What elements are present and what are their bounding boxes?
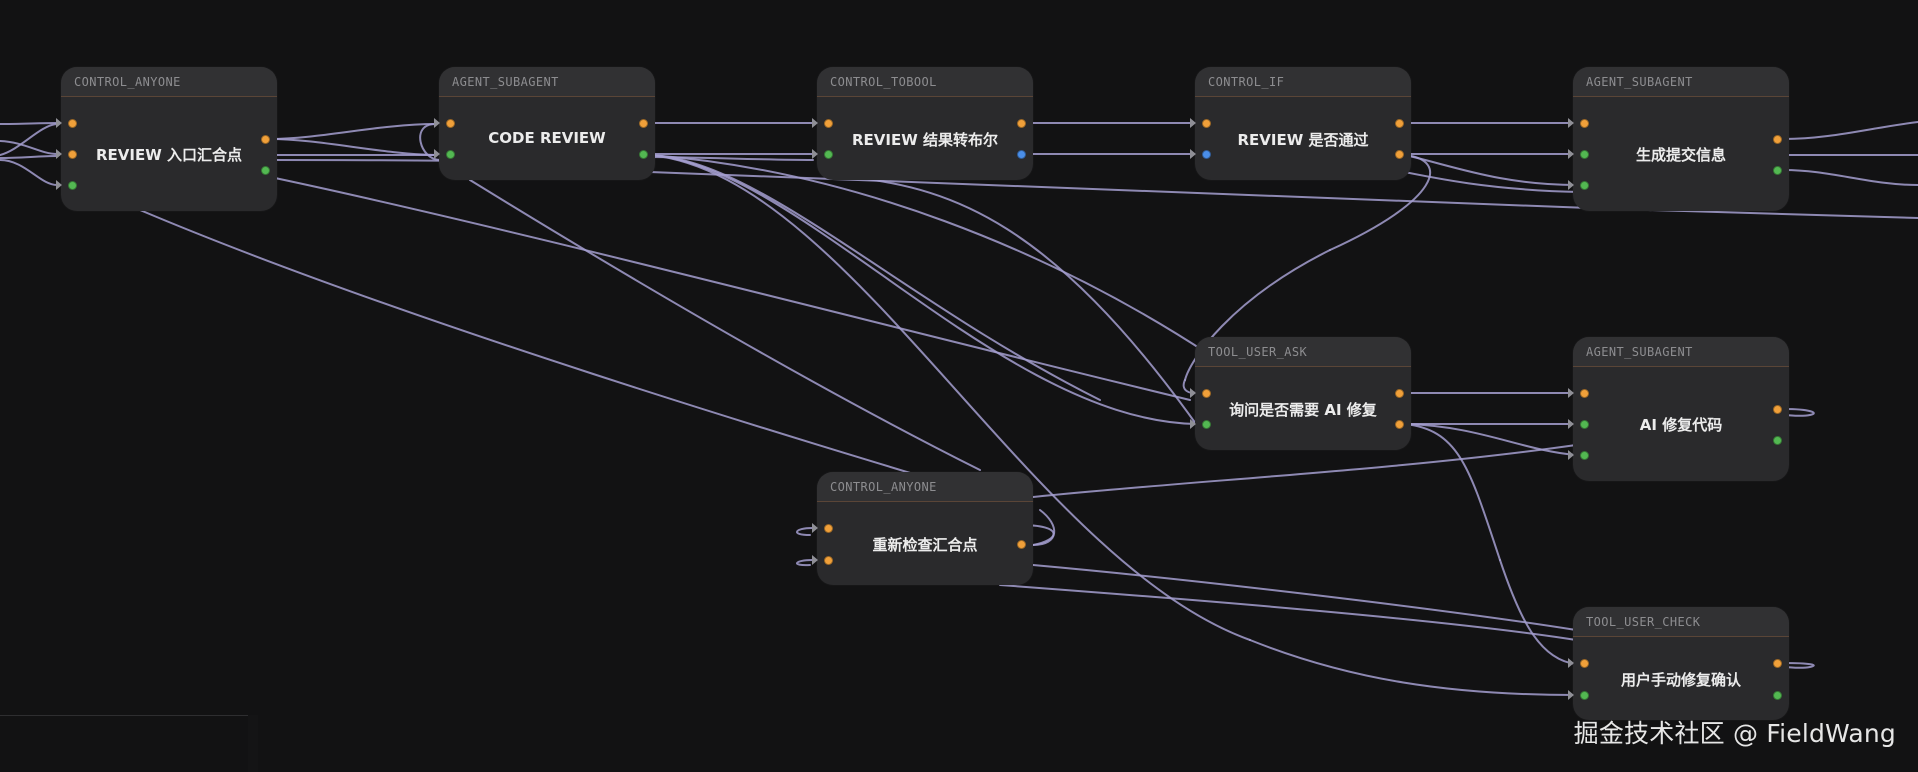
node-review-entry[interactable]: CONTROL_ANYONE REVIEW 入口汇合点	[56, 67, 277, 211]
output-port-orange[interactable]	[639, 118, 648, 128]
output-port-orange[interactable]	[1017, 118, 1026, 128]
input-arrow-icon	[1568, 658, 1574, 668]
node-title: 重新检查汇合点	[872, 536, 978, 554]
output-port-orange[interactable]	[1395, 388, 1404, 398]
input-arrow-icon	[812, 118, 818, 128]
output-port-orange[interactable]	[1773, 658, 1782, 668]
node-title: AI 修复代码	[1639, 416, 1723, 434]
output-port-orange[interactable]	[1395, 149, 1404, 159]
node-type-label: AGENT_SUBAGENT	[439, 67, 655, 97]
input-port-green[interactable]	[824, 149, 833, 159]
input-port-orange[interactable]	[1202, 118, 1211, 128]
input-arrow-icon	[56, 149, 62, 159]
input-port-green[interactable]	[1580, 450, 1589, 460]
node-type-label: CONTROL_ANYONE	[61, 67, 277, 97]
node-type-label: TOOL_USER_ASK	[1195, 337, 1411, 367]
input-port-orange[interactable]	[68, 118, 77, 128]
input-port-orange[interactable]	[1202, 388, 1211, 398]
input-port-orange[interactable]	[446, 118, 455, 128]
output-port-green[interactable]	[1773, 690, 1782, 700]
output-port-orange[interactable]	[1773, 134, 1782, 144]
input-port-orange[interactable]	[68, 149, 77, 159]
node-gen-commit[interactable]: AGENT_SUBAGENT 生成提交信息	[1568, 67, 1789, 211]
node-type-label: CONTROL_TOBOOL	[817, 67, 1033, 97]
node-title: CODE REVIEW	[488, 129, 606, 147]
input-arrow-icon	[1568, 388, 1574, 398]
input-arrow-icon	[56, 180, 62, 190]
node-user-check[interactable]: TOOL_USER_CHECK 用户手动修复确认	[1568, 607, 1789, 720]
node-type-label: TOOL_USER_CHECK	[1573, 607, 1789, 637]
input-arrow-icon	[56, 118, 62, 128]
input-arrow-icon	[812, 555, 818, 565]
node-title: REVIEW 结果转布尔	[851, 131, 998, 149]
input-port-blue[interactable]	[1202, 149, 1211, 159]
node-title: 生成提交信息	[1635, 146, 1726, 164]
output-port-green[interactable]	[1773, 435, 1782, 445]
node-type-label: AGENT_SUBAGENT	[1573, 337, 1789, 367]
input-port-orange[interactable]	[824, 523, 833, 533]
node-type-label: AGENT_SUBAGENT	[1573, 67, 1789, 97]
panel-divider	[0, 715, 248, 716]
input-port-orange[interactable]	[1580, 118, 1589, 128]
node-title: 用户手动修复确认	[1620, 671, 1741, 689]
input-arrow-icon	[1190, 118, 1196, 128]
output-port-orange[interactable]	[1395, 118, 1404, 128]
input-arrow-icon	[812, 149, 818, 159]
input-arrow-icon	[1568, 180, 1574, 190]
input-port-green[interactable]	[1202, 419, 1211, 429]
input-port-green[interactable]	[68, 180, 77, 190]
node-review-tobool[interactable]: CONTROL_TOBOOL REVIEW 结果转布尔	[812, 67, 1033, 180]
input-arrow-icon	[1190, 419, 1196, 429]
input-arrow-icon	[434, 149, 440, 159]
watermark-text: 掘金技术社区 @ FieldWang	[1573, 719, 1896, 748]
output-port-green[interactable]	[639, 149, 648, 159]
node-type-label: CONTROL_ANYONE	[817, 472, 1033, 502]
output-port-blue[interactable]	[1017, 149, 1026, 159]
node-title: 询问是否需要 AI 修复	[1229, 401, 1377, 419]
input-port-green[interactable]	[446, 149, 455, 159]
input-arrow-icon	[1568, 450, 1574, 460]
input-arrow-icon	[1568, 118, 1574, 128]
input-port-orange[interactable]	[824, 118, 833, 128]
input-arrow-icon	[434, 118, 440, 128]
node-type-label: CONTROL_IF	[1195, 67, 1411, 97]
output-port-green[interactable]	[261, 165, 270, 175]
node-title: REVIEW 入口汇合点	[95, 146, 242, 164]
input-port-green[interactable]	[1580, 149, 1589, 159]
input-port-orange[interactable]	[824, 555, 833, 565]
input-arrow-icon	[1568, 149, 1574, 159]
input-port-green[interactable]	[1580, 690, 1589, 700]
input-arrow-icon	[1190, 149, 1196, 159]
node-ask-ai-fix[interactable]: TOOL_USER_ASK 询问是否需要 AI 修复	[1190, 337, 1411, 450]
node-review-if[interactable]: CONTROL_IF REVIEW 是否通过	[1190, 67, 1411, 180]
input-arrow-icon	[1190, 388, 1196, 398]
input-arrow-icon	[1568, 690, 1574, 700]
input-arrow-icon	[1568, 419, 1574, 429]
output-port-orange[interactable]	[1773, 404, 1782, 414]
node-code-review[interactable]: AGENT_SUBAGENT CODE REVIEW	[434, 67, 655, 180]
input-port-green[interactable]	[1580, 180, 1589, 190]
node-ai-fix[interactable]: AGENT_SUBAGENT AI 修复代码	[1568, 337, 1789, 481]
node-title: REVIEW 是否通过	[1237, 131, 1369, 149]
input-port-green[interactable]	[1580, 419, 1589, 429]
output-port-orange[interactable]	[1395, 419, 1404, 429]
panel-edge	[248, 715, 258, 772]
input-port-orange[interactable]	[1580, 388, 1589, 398]
output-port-orange[interactable]	[261, 134, 270, 144]
input-arrow-icon	[812, 523, 818, 533]
output-port-green[interactable]	[1773, 165, 1782, 175]
output-port-orange[interactable]	[1017, 539, 1026, 549]
node-recheck[interactable]: CONTROL_ANYONE 重新检查汇合点	[812, 472, 1033, 585]
input-port-orange[interactable]	[1580, 658, 1589, 668]
